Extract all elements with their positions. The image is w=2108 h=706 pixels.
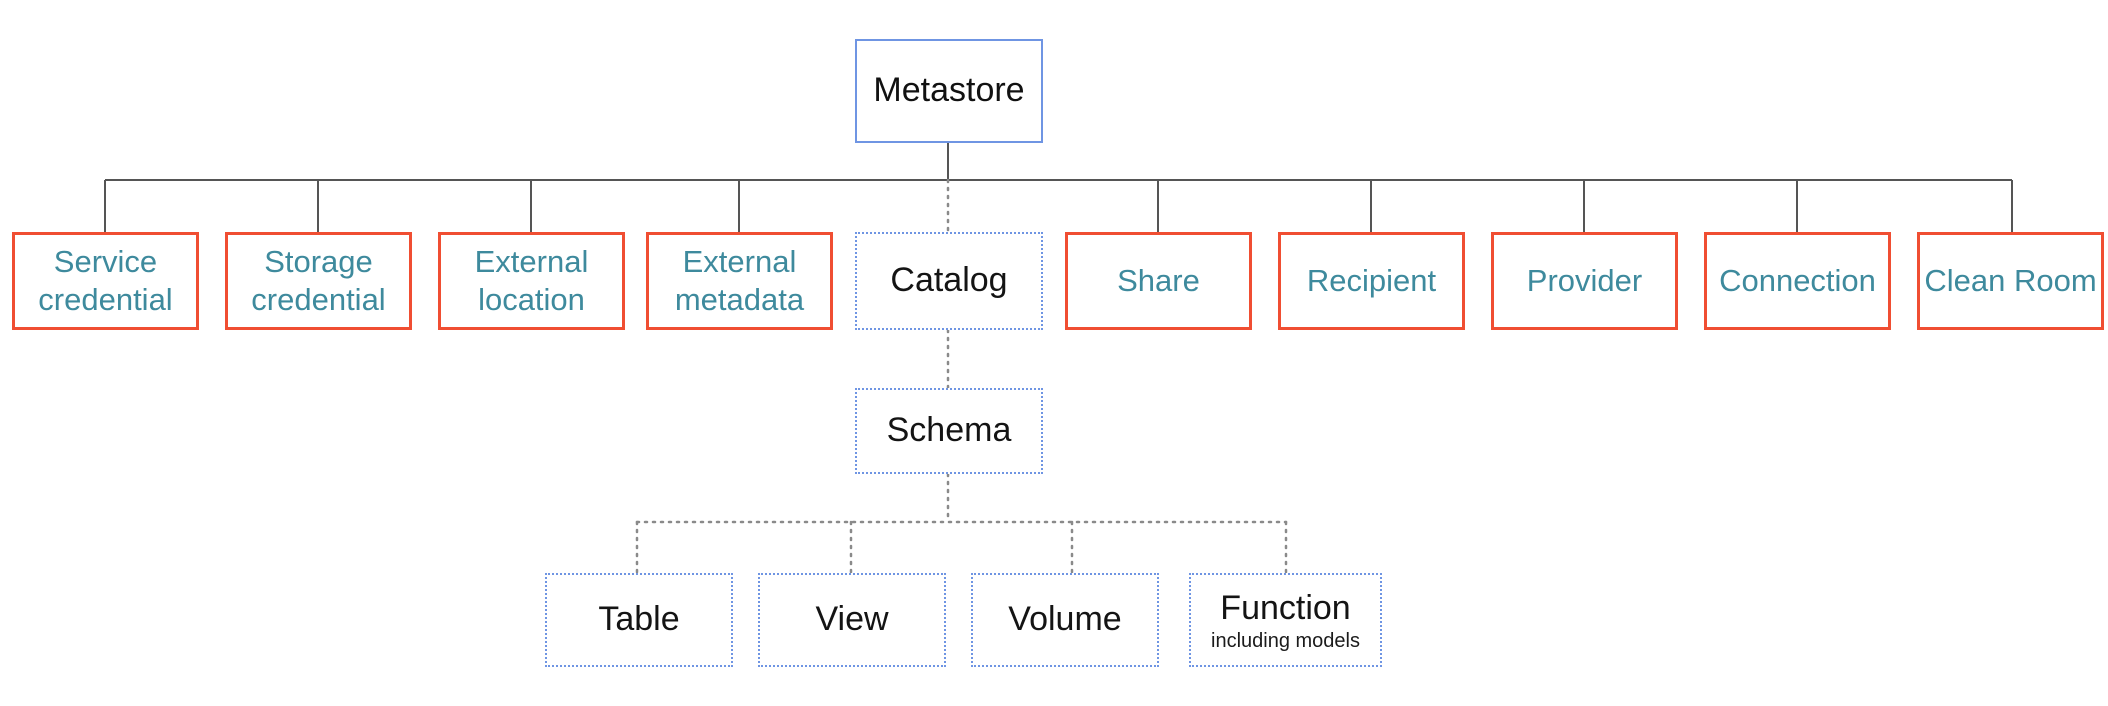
node-share[interactable]: Share — [1065, 232, 1252, 330]
node-external-metadata[interactable]: External metadata — [646, 232, 833, 330]
node-connection[interactable]: Connection — [1704, 232, 1891, 330]
node-schema-label: Schema — [886, 411, 1012, 450]
node-catalog[interactable]: Catalog — [855, 232, 1043, 330]
node-provider-label: Provider — [1526, 263, 1643, 299]
node-function[interactable]: Function including models — [1189, 573, 1382, 667]
node-storage-credential-label: Storage credential — [251, 244, 386, 317]
node-clean-room-label: Clean Room — [1924, 263, 2097, 299]
node-recipient-label: Recipient — [1306, 263, 1437, 299]
node-metastore[interactable]: Metastore — [855, 39, 1043, 143]
node-metastore-label: Metastore — [873, 71, 1025, 110]
node-schema[interactable]: Schema — [855, 388, 1043, 474]
node-view-label: View — [815, 600, 889, 639]
node-function-label: Function — [1220, 588, 1351, 627]
node-volume[interactable]: Volume — [971, 573, 1159, 667]
node-clean-room[interactable]: Clean Room — [1917, 232, 2104, 330]
node-external-location-label: External location — [474, 244, 589, 317]
node-table-label: Table — [598, 600, 680, 639]
node-service-credential[interactable]: Service credential — [12, 232, 199, 330]
node-view[interactable]: View — [758, 573, 946, 667]
node-function-sublabel: including models — [1211, 630, 1360, 653]
node-service-credential-label: Service credential — [38, 244, 173, 317]
node-external-metadata-label: External metadata — [674, 244, 805, 317]
node-recipient[interactable]: Recipient — [1278, 232, 1465, 330]
node-catalog-label: Catalog — [890, 261, 1008, 300]
node-connection-label: Connection — [1719, 263, 1876, 299]
node-share-label: Share — [1117, 263, 1200, 299]
node-storage-credential[interactable]: Storage credential — [225, 232, 412, 330]
node-table[interactable]: Table — [545, 573, 733, 667]
node-volume-label: Volume — [1008, 600, 1122, 639]
node-external-location[interactable]: External location — [438, 232, 625, 330]
node-provider[interactable]: Provider — [1491, 232, 1678, 330]
